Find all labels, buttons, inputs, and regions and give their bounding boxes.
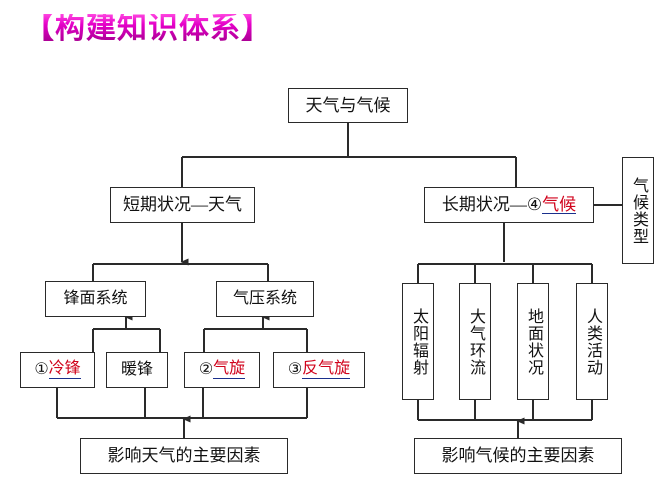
node-cold-front-label: 冷锋 bbox=[48, 360, 81, 379]
node-cyclone-label: 气旋 bbox=[213, 360, 246, 379]
node-cyclone-number: ② bbox=[198, 360, 214, 378]
node-warm-front-label: 暖锋 bbox=[120, 360, 153, 378]
node-long-term-number: ④ bbox=[526, 195, 543, 215]
node-root[interactable]: 天气与气候 bbox=[288, 88, 408, 123]
node-anticyclone-number: ③ bbox=[287, 360, 303, 378]
node-anticyclone-label: 反气旋 bbox=[302, 360, 351, 379]
node-pressure-system[interactable]: 气压系统 bbox=[216, 281, 314, 317]
node-warm-front[interactable]: 暖锋 bbox=[106, 352, 168, 388]
node-cold-front-number: ① bbox=[34, 360, 49, 378]
node-surface-conditions-label: 地面状况 bbox=[525, 307, 542, 376]
node-frontal-system[interactable]: 锋面系统 bbox=[45, 281, 146, 317]
node-human-activity[interactable]: 人类活动 bbox=[576, 283, 608, 400]
node-atmospheric-circulation-label: 大气环流 bbox=[467, 307, 484, 376]
node-human-activity-label: 人类活动 bbox=[584, 307, 601, 376]
node-climate-types[interactable]: 气候类型 bbox=[622, 157, 654, 264]
node-short-term[interactable]: 短期状况—天气 bbox=[110, 187, 255, 223]
node-solar-radiation-label: 太阳辐射 bbox=[410, 307, 427, 376]
node-long-term-prefix: 长期状况— bbox=[441, 195, 527, 215]
node-solar-radiation[interactable]: 太阳辐射 bbox=[402, 283, 434, 400]
node-frontal-system-label: 锋面系统 bbox=[63, 289, 128, 307]
node-atmospheric-circulation[interactable]: 大气环流 bbox=[459, 283, 491, 400]
node-long-term-label: 气候 bbox=[542, 194, 577, 215]
page-title: 【构建知识体系】 bbox=[24, 12, 272, 45]
node-weather-factors-label: 影响天气的主要因素 bbox=[107, 446, 261, 466]
node-weather-factors[interactable]: 影响天气的主要因素 bbox=[80, 438, 288, 474]
node-root-label: 天气与气候 bbox=[305, 95, 391, 115]
node-short-term-label: 短期状况—天气 bbox=[123, 195, 242, 215]
node-pressure-system-label: 气压系统 bbox=[232, 289, 297, 307]
node-climate-factors[interactable]: 影响气候的主要因素 bbox=[414, 438, 622, 474]
node-surface-conditions[interactable]: 地面状况 bbox=[517, 283, 549, 400]
node-climate-types-label: 气候类型 bbox=[630, 176, 647, 245]
node-climate-factors-label: 影响气候的主要因素 bbox=[441, 446, 595, 466]
